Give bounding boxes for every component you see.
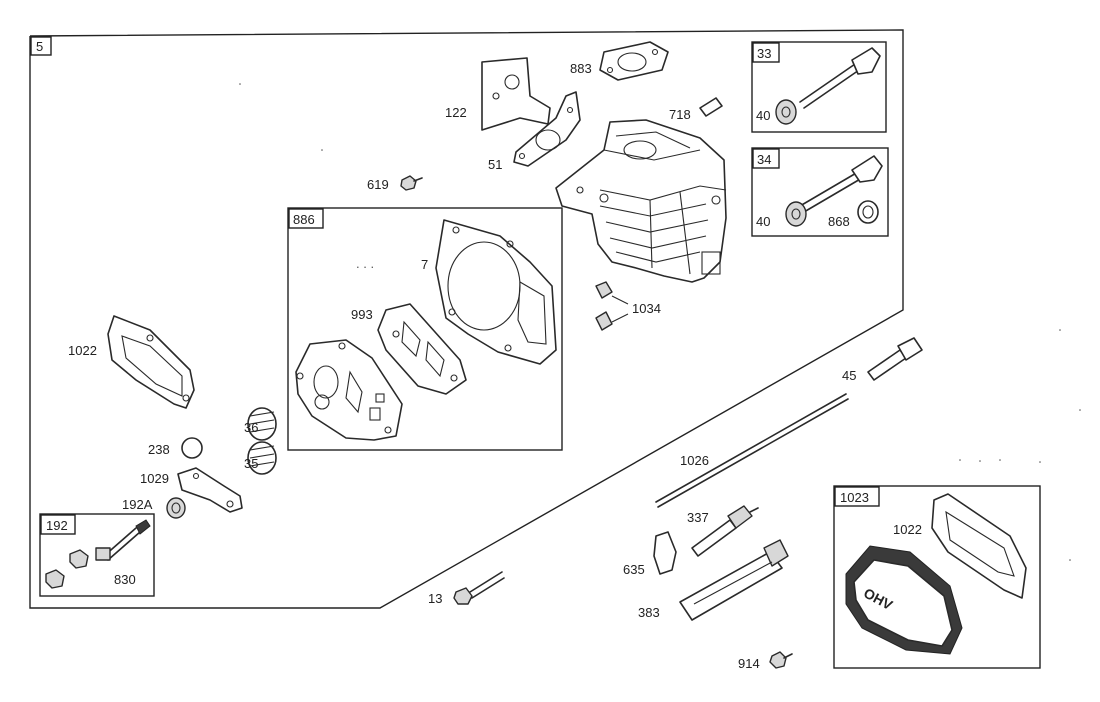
callout-1026: 1026 (680, 453, 709, 468)
callout-993: 993 (351, 307, 373, 322)
part-383-lead[interactable] (679, 539, 789, 621)
callout-13: 13 (428, 591, 442, 606)
part-914-screw[interactable] (769, 651, 793, 669)
intake-valve[interactable] (775, 47, 881, 125)
part-192a-nut[interactable] (166, 497, 186, 519)
exhaust-valve[interactable] (785, 155, 883, 227)
part-238-cap[interactable] (181, 437, 203, 459)
part-122-plate[interactable] (481, 57, 551, 131)
part-718-pin[interactable] (699, 97, 723, 117)
valve-exhaust-frame: 34 (751, 147, 889, 237)
callout-7: 7 (421, 257, 428, 272)
part-13-bolt[interactable] (453, 571, 505, 605)
callout-40-intake: 40 (756, 108, 770, 123)
callout-830: 830 (114, 572, 136, 587)
part-45-guide[interactable] (867, 337, 923, 381)
part-36-spring[interactable] (247, 407, 277, 441)
cover-kit-frame: 1023 (833, 485, 1041, 669)
callout-619: 619 (367, 177, 389, 192)
callout-40-exhaust: 40 (756, 214, 770, 229)
callout-35: 35 (244, 456, 258, 471)
callout-1022-left: 1022 (68, 343, 97, 358)
callout-45: 45 (842, 368, 856, 383)
gasket-set-frame: 886 . . . (287, 207, 563, 451)
part-830-stud[interactable] (45, 519, 151, 589)
callout-914: 914 (738, 656, 760, 671)
callout-122: 122 (445, 105, 467, 120)
callout-1034: 1034 (632, 301, 661, 316)
callout-1022-right: 1022 (893, 522, 922, 537)
part-1022-gasket-right[interactable] (931, 493, 1027, 599)
frame-label-886: 886 (293, 212, 315, 227)
part-7-head-gasket[interactable] (435, 219, 557, 365)
callout-883: 883 (570, 61, 592, 76)
part-619-screw[interactable] (400, 175, 423, 191)
part-1022-gasket-left[interactable] (107, 315, 195, 409)
callout-383: 383 (638, 605, 660, 620)
scan-noise (239, 83, 1081, 561)
part-883-gasket[interactable] (599, 41, 669, 81)
frame-label-main: 5 (36, 39, 43, 54)
part-635-connector[interactable] (653, 531, 677, 575)
callout-51: 51 (488, 157, 502, 172)
callout-337: 337 (687, 510, 709, 525)
dots: . . . (356, 256, 374, 271)
callout-36: 36 (244, 420, 258, 435)
valve-intake-frame: 33 (751, 41, 887, 133)
part-1029-rocker[interactable] (177, 467, 243, 513)
breather-plate[interactable] (295, 339, 403, 441)
callout-238: 238 (148, 442, 170, 457)
frame-label-192: 192 (46, 518, 68, 533)
callout-635: 635 (623, 562, 645, 577)
part-337-spark-plug[interactable] (691, 505, 759, 557)
callout-718: 718 (669, 107, 691, 122)
frame-label-1023: 1023 (840, 490, 869, 505)
main-assembly-frame: 5 (29, 29, 904, 609)
callout-192a: 192A (122, 497, 153, 512)
callout-1029: 1029 (140, 471, 169, 486)
part-1026-pushrod[interactable] (655, 393, 849, 508)
valve-cover[interactable]: OHV (845, 545, 963, 655)
part-35-spring[interactable] (247, 441, 277, 475)
frame-label-33: 33 (757, 46, 771, 61)
part-51-gasket[interactable] (513, 91, 581, 167)
callout-868: 868 (828, 214, 850, 229)
rocker-kit-frame: 192 (39, 513, 155, 597)
part-993-gasket[interactable] (377, 303, 467, 395)
part-1034-keepers[interactable] (595, 281, 629, 331)
cylinder-head[interactable] (555, 119, 727, 283)
frame-label-34: 34 (757, 152, 771, 167)
